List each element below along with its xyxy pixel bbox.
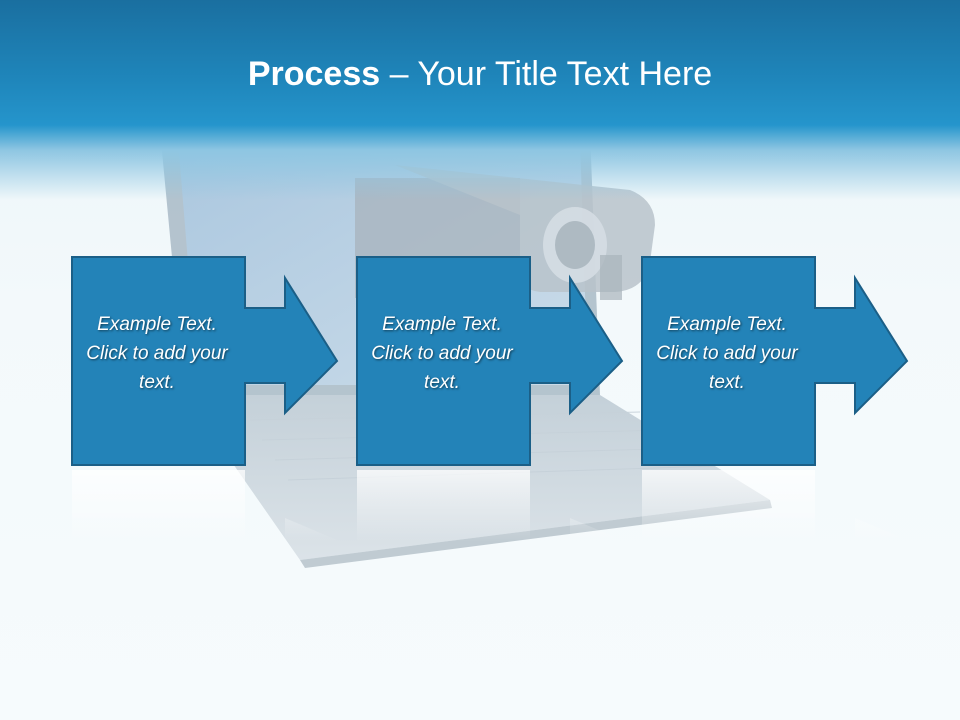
process-step-1[interactable]: Example Text. Click to add your text. (71, 256, 371, 470)
title-bold: Process (247, 55, 381, 93)
step-reflection (72, 470, 337, 550)
slide-title[interactable]: Process – Your Title Text Here (0, 52, 960, 96)
arrow-box-shape (71, 256, 339, 466)
process-step-3[interactable]: Example Text. Click to add your text. (641, 256, 941, 470)
arrow-box-shape (641, 256, 909, 466)
arrow-box-shape (356, 256, 624, 466)
step-reflection (357, 470, 622, 550)
step-text[interactable]: Example Text. Click to add your text. (656, 314, 798, 393)
step-text[interactable]: Example Text. Click to add your text. (86, 314, 228, 393)
step-text[interactable]: Example Text. Click to add your text. (371, 314, 513, 393)
process-step-2[interactable]: Example Text. Click to add your text. (356, 256, 656, 470)
step-reflection (642, 470, 907, 550)
title-rest: – Your Title Text Here (380, 55, 713, 93)
title-banner (0, 0, 960, 200)
